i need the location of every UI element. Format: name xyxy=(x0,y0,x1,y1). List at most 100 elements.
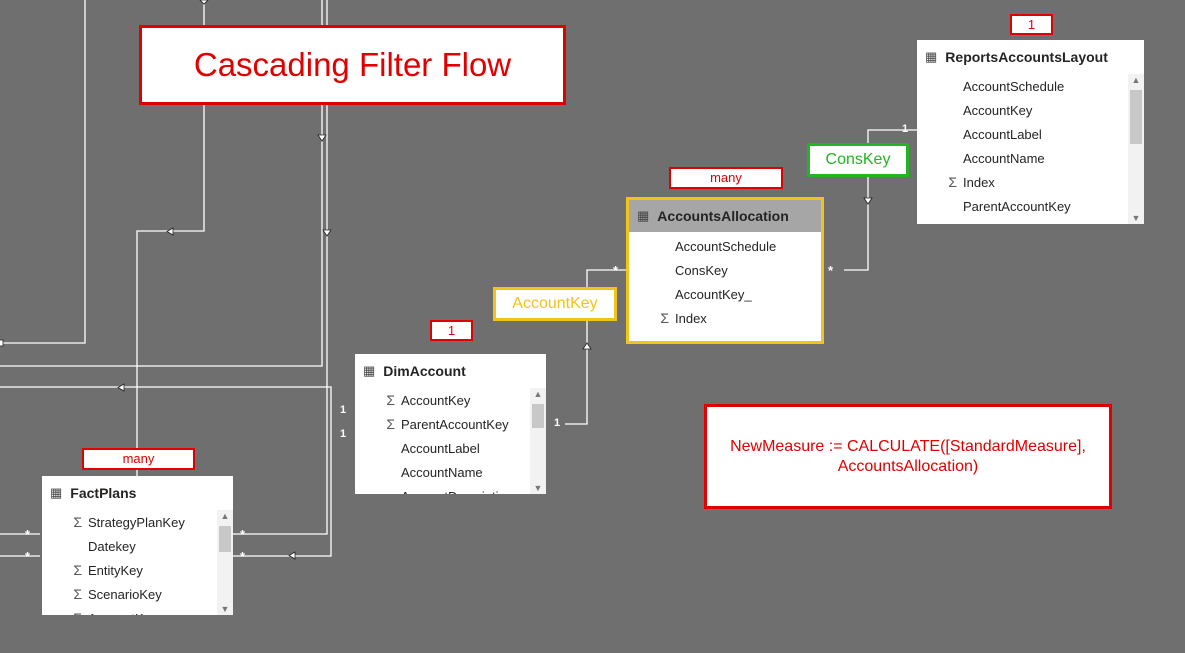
cardinality-many: * xyxy=(828,263,834,278)
relationship-line xyxy=(0,0,86,344)
field-name: AccountSchedule xyxy=(963,78,1065,94)
filter-arrow-icon xyxy=(166,227,174,236)
scroll-down-icon[interactable]: ▼ xyxy=(533,483,543,493)
field-name: AccountLabel xyxy=(401,440,480,456)
tag-many-factplans: many xyxy=(82,448,195,470)
sigma-icon: Σ xyxy=(42,610,88,615)
table-icon: ▦ xyxy=(50,485,63,500)
field-name: Index xyxy=(963,174,995,190)
table-name: AccountsAllocation xyxy=(657,208,789,224)
filter-arrow-icon xyxy=(317,134,327,142)
sigma-icon: Σ xyxy=(386,392,395,408)
field-row[interactable]: ParentAccountKey xyxy=(917,194,1144,218)
relationship-line xyxy=(0,0,323,367)
field-row[interactable]: ConsKey xyxy=(629,258,821,282)
conskey-label: ConsKey xyxy=(807,143,909,177)
scroll-down-icon[interactable]: ▼ xyxy=(220,604,230,614)
tag-many-allocation: many xyxy=(669,167,783,189)
relationship-line xyxy=(232,0,328,535)
cardinality-many: * xyxy=(25,549,31,564)
field-name: AccountKey_ xyxy=(675,286,752,302)
field-row[interactable]: Σ Index xyxy=(629,306,821,330)
filter-arrow-icon xyxy=(322,229,332,237)
field-name: StrategyPlanKey xyxy=(88,514,185,530)
field-name: AccountSchedule xyxy=(675,238,777,254)
connector-dot xyxy=(0,339,4,347)
scroll-down-icon[interactable]: ▼ xyxy=(1131,213,1141,223)
cardinality-one: 1 xyxy=(340,404,347,416)
field-row[interactable]: AccountKey xyxy=(917,98,1144,122)
cardinality-many: * xyxy=(25,527,31,542)
field-row[interactable]: AccountSchedule xyxy=(917,74,1144,98)
table-header[interactable]: ▦ FactPlans xyxy=(42,476,233,510)
field-row[interactable]: Datekey xyxy=(42,534,233,558)
formula-line-1: NewMeasure := CALCULATE([StandardMeasure… xyxy=(730,437,1086,455)
tag-one-dimaccount: 1 xyxy=(430,320,473,341)
scrollbar[interactable]: ▲ ▼ xyxy=(1128,74,1144,224)
title-callout: Cascading Filter Flow xyxy=(139,25,566,105)
table-header[interactable]: ▦ AccountsAllocation xyxy=(629,200,821,232)
table-name: ReportsAccountsLayout xyxy=(945,49,1108,65)
sigma-icon: Σ xyxy=(73,514,82,530)
relationship-line xyxy=(0,386,332,557)
field-row[interactable]: Σ Index xyxy=(917,170,1144,194)
filter-arrow-icon xyxy=(582,342,592,350)
field-row[interactable]: Σ ScenarioKey xyxy=(42,582,233,606)
field-row[interactable]: AccountLabel xyxy=(355,436,546,460)
title: Cascading Filter Flow xyxy=(193,46,512,83)
table-name: FactPlans xyxy=(70,485,137,501)
filter-arrow-icon xyxy=(199,0,209,5)
table-header[interactable]: ▦ DimAccount xyxy=(355,354,546,388)
table-icon: ▦ xyxy=(363,363,376,378)
sigma-icon: Σ xyxy=(948,174,957,190)
tag-one-reports: 1 xyxy=(1010,14,1053,35)
table-name: DimAccount xyxy=(383,363,466,379)
field-row[interactable]: Σ ParentAccountKey xyxy=(355,412,546,436)
field-name: ParentAccountKey xyxy=(401,416,509,432)
field-name: ConsKey xyxy=(675,262,728,278)
scroll-thumb[interactable] xyxy=(219,526,231,552)
formula-callout: NewMeasure := CALCULATE([StandardMeasure… xyxy=(704,404,1112,509)
scrollbar[interactable]: ▲ ▼ xyxy=(530,388,546,494)
field-name: ScenarioKey xyxy=(88,586,162,602)
field-name: EntityKey xyxy=(88,562,143,578)
filter-arrow-icon xyxy=(288,551,296,560)
field-row[interactable]: AccountSchedule xyxy=(629,234,821,258)
scroll-thumb[interactable] xyxy=(532,404,544,428)
field-row[interactable]: AccountName xyxy=(355,460,546,484)
table-icon: ▦ xyxy=(925,49,938,64)
field-name: AccountKey xyxy=(88,611,157,616)
scroll-thumb[interactable] xyxy=(1130,90,1142,144)
table-icon: ▦ xyxy=(637,208,650,223)
scroll-up-icon[interactable]: ▲ xyxy=(220,511,230,521)
scrollbar[interactable]: ▲ ▼ xyxy=(217,510,233,615)
table-header[interactable]: ▦ ReportsAccountsLayout xyxy=(917,40,1144,74)
field-row[interactable]: Σ EntityKey xyxy=(42,558,233,582)
field-name: Index xyxy=(675,310,707,326)
field-name: ParentAccountKey xyxy=(963,198,1071,214)
sigma-icon: Σ xyxy=(660,310,669,326)
scroll-up-icon[interactable]: ▲ xyxy=(1131,75,1141,85)
field-row[interactable]: AccountDescription xyxy=(355,484,546,495)
field-row[interactable]: AccountName xyxy=(917,146,1144,170)
sigma-icon: Σ xyxy=(73,562,82,578)
field-row[interactable]: Σ StrategyPlanKey xyxy=(42,510,233,534)
field-row[interactable]: AccountKey_ xyxy=(629,282,821,306)
cardinality-many: * xyxy=(613,263,619,278)
filter-arrow-icon xyxy=(863,197,873,205)
field-row[interactable]: AccountLabel xyxy=(917,122,1144,146)
scroll-up-icon[interactable]: ▲ xyxy=(533,389,543,399)
cardinality-one: 1 xyxy=(340,428,347,440)
sigma-icon: Σ xyxy=(73,586,82,602)
sigma-icon: Σ xyxy=(386,416,395,432)
cardinality-many: * xyxy=(240,527,246,542)
